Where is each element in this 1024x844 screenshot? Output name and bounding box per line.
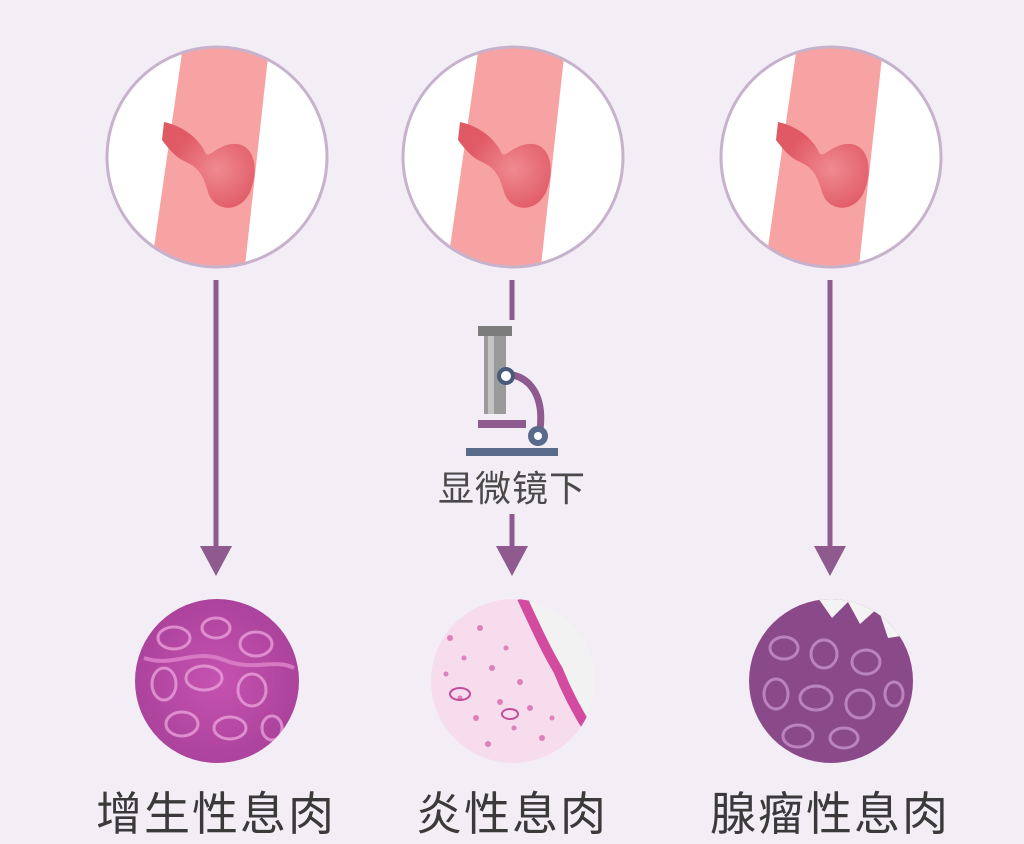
polyp-diagram: 增生性息肉 (66, 0, 980, 841)
column-inflammatory: 炎性息肉 (362, 0, 662, 841)
microscope-caption: 显微镜下 (437, 469, 586, 510)
arrow-down-icon (496, 280, 528, 576)
histology-image-adenomatous (749, 599, 913, 763)
intestine-polyp-illustration (401, 45, 625, 269)
column-hyperplastic: 增生性息肉 (66, 0, 366, 841)
arrow-down-icon (814, 280, 846, 576)
label-adenomatous: 腺瘤性息肉 (710, 787, 950, 841)
histology-image-inflammatory (431, 599, 595, 763)
intestine-polyp-illustration (719, 45, 943, 269)
column-adenomatous: 腺瘤性息肉 (680, 0, 980, 841)
label-inflammatory: 炎性息肉 (416, 787, 608, 841)
intestine-polyp-illustration (105, 45, 329, 269)
microscope-icon (466, 326, 558, 456)
histology-image-hyperplastic (135, 599, 299, 763)
arrow-down-icon (200, 280, 232, 576)
